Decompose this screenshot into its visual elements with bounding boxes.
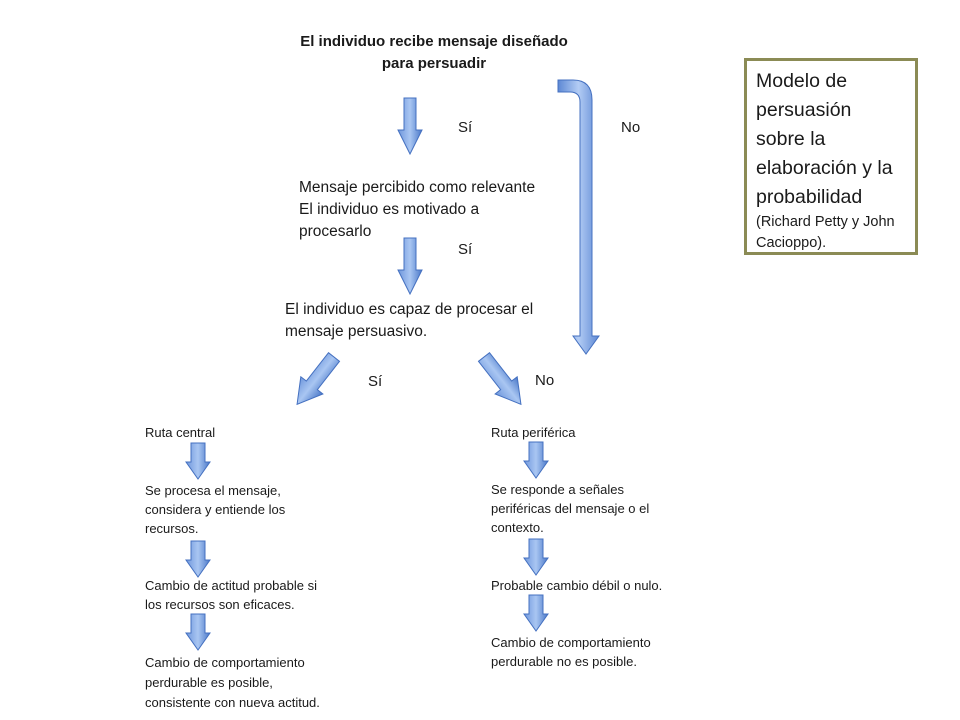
central-step-3-line-1: Cambio de comportamiento [145, 655, 305, 670]
peripheral-step-1-line-1: Se responde a señales [491, 482, 624, 497]
peripheral-step-3-line-2: perdurable no es posible. [491, 654, 637, 669]
arrow-no-peripheral [477, 351, 522, 406]
title-line-1: Modelo de [756, 70, 848, 92]
peripheral-step-3: Cambio de comportamiento perdurable no e… [491, 633, 651, 671]
label-yes-1: Sí [458, 119, 473, 136]
central-step-2-line-1: Cambio de actitud probable si [145, 578, 317, 593]
step-relevant-line-1: Mensaje percibido como relevante [299, 179, 536, 196]
arrow-peripheral-2 [523, 538, 549, 576]
header-line-1: El individuo recibe mensaje diseñado [300, 33, 568, 50]
title-sub-line-2: Cacioppo). [756, 235, 827, 251]
arrow-no-bypass [557, 79, 600, 355]
header-text: El individuo recibe mensaje diseñado par… [264, 31, 604, 75]
peripheral-step-3-line-1: Cambio de comportamiento [491, 635, 651, 650]
arrow-central-2 [185, 540, 211, 578]
title-line-2: persuasión [756, 99, 852, 121]
arrow-down-yes-1 [397, 97, 423, 155]
arrow-yes-central [296, 351, 341, 406]
central-step-1-line-3: recursos. [145, 521, 199, 536]
central-step-1-line-2: considera y entiende los [145, 502, 286, 517]
step-capable: El individuo es capaz de procesar el men… [285, 299, 533, 343]
central-step-2: Cambio de actitud probable si los recurs… [145, 576, 317, 614]
step-relevant: Mensaje percibido como relevante El indi… [299, 177, 535, 243]
arrow-central-3 [185, 613, 211, 651]
central-step-3-line-3: consistente con nueva actitud. [145, 695, 320, 710]
step-relevant-line-2: El individuo es motivado a [299, 201, 480, 218]
central-step-3-line-2: perdurable es posible, [145, 675, 273, 690]
peripheral-step-1-line-3: contexto. [491, 520, 544, 535]
step-capable-line-1: El individuo es capaz de procesar el [285, 301, 534, 318]
title-line-3: sobre la [756, 128, 826, 150]
peripheral-step-1-line-2: periféricas del mensaje o el [491, 501, 650, 516]
peripheral-route-title: Ruta periférica [491, 425, 576, 440]
peripheral-step-2: Probable cambio débil o nulo. [491, 576, 662, 595]
step-capable-line-2: mensaje persuasivo. [285, 323, 428, 340]
peripheral-step-1: Se responde a señales periféricas del me… [491, 480, 649, 537]
label-yes-3: Sí [368, 373, 383, 390]
label-no-1: No [621, 119, 641, 136]
central-step-2-line-2: los recursos son eficaces. [145, 597, 295, 612]
arrow-peripheral-1 [523, 441, 549, 479]
step-relevant-line-3: procesarlo [299, 223, 372, 240]
arrow-central-1 [185, 442, 211, 480]
label-no-3: No [535, 372, 555, 389]
title-sub-line-1: (Richard Petty y John [756, 214, 895, 230]
arrow-down-yes-2 [397, 237, 423, 295]
header-line-2: para persuadir [381, 55, 487, 72]
central-route-title: Ruta central [145, 425, 216, 440]
title-line-4: elaboración y la [756, 157, 893, 179]
central-step-1: Se procesa el mensaje, considera y entie… [145, 481, 285, 538]
label-yes-2: Sí [458, 241, 473, 258]
title-line-5: probabilidad [756, 186, 863, 208]
model-title-box: Modelo de persuasión sobre la elaboració… [744, 58, 918, 255]
central-step-1-line-1: Se procesa el mensaje, [145, 483, 281, 498]
central-step-3: Cambio de comportamiento perdurable es p… [145, 653, 320, 713]
arrow-peripheral-3 [523, 594, 549, 632]
peripheral-step-2-line-1: Probable cambio débil o nulo. [491, 578, 663, 593]
